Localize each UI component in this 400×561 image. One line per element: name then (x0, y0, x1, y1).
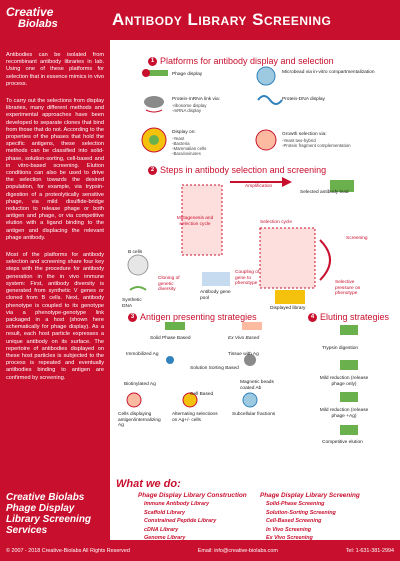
cell-based-label: Cell Based (190, 392, 214, 397)
section-4-header: 4 Eluting strategies (308, 312, 389, 322)
diagram-graphics (126, 66, 358, 435)
growth-icon (255, 129, 277, 151)
selected-lead-label: Selected antibody lead (300, 190, 349, 195)
section-title: Antigen presenting strategies (140, 312, 257, 322)
list-item[interactable]: Ex Vivo Screening (266, 535, 313, 542)
phage-display-label: Phage display (172, 72, 203, 77)
protein-dna-icon (257, 95, 283, 105)
ribosome-icon (144, 96, 164, 113)
section-number: 2 (148, 165, 157, 175)
sidebar-title-line: Services (6, 525, 48, 536)
biotinylated-ag-label: Biotinylated Ag (124, 382, 156, 387)
section-3-header: 3 Antigen presenting strategies (128, 312, 257, 322)
antigen-panel-graphics (126, 322, 262, 408)
copyright-text: © 2007 - 2018 Creative-Biolabs All Right… (6, 547, 130, 554)
section-title: Eluting strategies (320, 312, 390, 322)
magnetic-beads-label: Magnetic beads coated Ab (240, 380, 274, 391)
list-item[interactable]: Solution-Sorting Screening (266, 509, 336, 516)
what-we-do-title: What we do: (116, 478, 181, 490)
display-on-sub: -Baculoviruses (172, 151, 201, 156)
mutagenesis-label: Mutagenesis and selection cycle (176, 216, 214, 227)
tissue-ag-label: Tissue with Ag (228, 352, 259, 357)
synthetic-dna-label: Synthetic DNA (122, 298, 142, 309)
display-on-sub: -Mammalian cells (172, 146, 207, 151)
b-cells-label: B cells (128, 250, 143, 255)
phage-icon (142, 69, 168, 77)
gene-pool-label: Antibody gene pool (200, 290, 231, 301)
main-content: 1 Platforms for antibody display and sel… (110, 40, 400, 540)
screening-heading[interactable]: Phage Display Library Screening (260, 492, 360, 499)
competitive-elution-label: Competitive elution (322, 440, 363, 445)
list-item[interactable]: cDNA Library (144, 526, 179, 533)
amplification-label: Amplification (245, 184, 273, 189)
list-item[interactable]: Solid-Phase Screening (266, 501, 325, 507)
protein-mrna-label: Protein-mRNA link via: (172, 97, 220, 102)
cell-display-icon (141, 127, 167, 153)
section-number: 4 (308, 312, 317, 322)
displayed-library-label: Displayed library (270, 306, 306, 311)
footer-bar: © 2007 - 2018 Creative-Biolabs All Right… (0, 540, 400, 561)
mild-reduction-1-label: Mild reduction (release phage only) (319, 376, 369, 387)
eluting-panel-graphics (340, 325, 358, 435)
list-item[interactable]: In Vivo Screening (266, 526, 312, 533)
selection-cycle-label: Selection cycle (260, 220, 292, 225)
subcellular-label: Subcellular fractions (232, 412, 276, 417)
section-2-header: 2 Steps in antibody selection and screen… (148, 165, 326, 175)
immobilized-ag-label: Immobilized Ag (126, 352, 159, 357)
header-bar: Creative Biolabs Antibody Library Screen… (0, 0, 400, 40)
display-on-label: Display on: (172, 130, 196, 135)
selection-cycle-diagram (127, 177, 354, 304)
trypsin-label: Trypsin digestion (322, 346, 359, 351)
section-title: Platforms for antibody display and selec… (160, 56, 334, 66)
page-title: Antibody Library Screening (112, 10, 332, 29)
sidebar-paragraph: To carry out the selections from display… (6, 98, 104, 241)
protein-mrna-sub-2: -mRNA display (172, 108, 202, 113)
construction-list: Immune Antibody Library Scaffold Library… (144, 500, 216, 543)
mild-reduction-2-label: Mild reduction (release phage +Ag) (319, 408, 369, 419)
logo-line2: Biolabs (18, 18, 58, 30)
protein-mrna-sub-1: -ribosome display (172, 103, 207, 108)
sidebar-title-line: Library Screening (6, 514, 92, 525)
sidebar-title-line: Creative Biolabs (6, 492, 85, 503)
growth-sub: -Protein fragment complementation (282, 143, 351, 148)
coupling-label: Coupling of gene to phenotype (235, 270, 260, 287)
growth-sub: -Yeast two-hybrid (282, 138, 316, 143)
section-number: 3 (128, 312, 137, 322)
cells-displaying-label: Cells displaying antigen/internalizing A… (118, 412, 161, 429)
screening-label: Screening (346, 236, 368, 241)
logo-line1: Creative (6, 5, 54, 19)
phone-text: Tel: 1-631-381-2994 (345, 547, 394, 554)
microbead-label: Microbead via in-vitro compartmentalizat… (282, 70, 375, 75)
screening-list: Solid-Phase Screening Solution-Sorting S… (266, 500, 336, 543)
section-1-header: 1 Platforms for antibody display and sel… (148, 56, 334, 66)
ex-vivo-label: Ex Vivo Based (228, 336, 260, 341)
list-item[interactable]: Cell-Based Screening (266, 518, 322, 525)
list-item[interactable]: Immune Antibody Library (144, 501, 210, 507)
solid-phase-label: Solid Phase Based (150, 336, 191, 341)
sidebar-paragraph: Antibodies can be isolated from recombin… (6, 52, 104, 87)
construction-heading[interactable]: Phage Display Library Construction (138, 492, 247, 499)
logo[interactable]: Creative Biolabs (6, 6, 58, 30)
solution-sorting-label: Solution Sorting Based (190, 366, 239, 371)
sidebar-services-title: Creative Biolabs Phage Display Library S… (6, 492, 91, 536)
display-on-sub: -Yeast (172, 136, 185, 141)
protein-dna-label: Protein-DNA display (282, 97, 325, 102)
microbead-icon (256, 66, 276, 86)
what-we-do-panel: What we do: Phage Display Library Constr… (110, 476, 400, 543)
section-title: Steps in antibody selection and screenin… (160, 165, 327, 175)
list-item[interactable]: Scaffold Library (144, 509, 185, 516)
display-on-sub: -Bacteria (172, 141, 190, 146)
email-link[interactable]: Email: info@creative-biolabs.com (197, 547, 278, 554)
alternating-label: Alternating selections on Ag+/- cells (172, 412, 218, 423)
selective-pressure-label: Selective pressure on phenotype (335, 280, 361, 297)
list-item[interactable]: Constrained Peptide Library (144, 518, 217, 525)
cloning-label: Cloning of genetic diversity (158, 276, 180, 293)
list-item[interactable]: Genome Library (144, 535, 186, 542)
section-number: 1 (148, 56, 157, 66)
sidebar-paragraph: Most of the platforms for antibody selec… (6, 252, 104, 381)
sidebar: Antibodies can be isolated from recombin… (0, 40, 110, 540)
sidebar-title-line: Phage Display (6, 503, 75, 514)
growth-selection-label: Growth selection via: (282, 132, 327, 137)
